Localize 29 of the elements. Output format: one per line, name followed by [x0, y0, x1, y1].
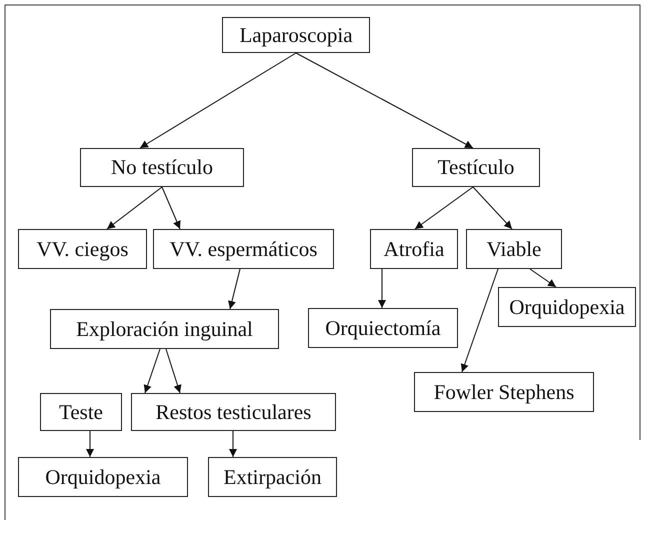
arrow [460, 268, 498, 372]
process-box: Viable [466, 229, 562, 269]
process-box: Orquidopexia [18, 457, 188, 497]
arrow [378, 268, 386, 308]
process-box: Orquidopexia [498, 287, 636, 327]
process-box: Laparoscopia [222, 17, 370, 53]
process-box: VV. espermáticos [153, 229, 334, 269]
arrow [86, 430, 94, 458]
process-box: Fowler Stephens [414, 372, 594, 412]
arrow [472, 186, 512, 230]
process-box: VV. ciegos [18, 229, 147, 269]
arrow [106, 186, 162, 230]
process-box: Exploración inguinal [50, 309, 279, 349]
arrow [140, 52, 296, 148]
arrow [229, 430, 237, 458]
arrow [144, 348, 160, 394]
process-box: Teste [40, 393, 122, 431]
arrow [530, 268, 556, 288]
process-box: Extirpación [208, 457, 337, 497]
process-box: Restos testiculares [131, 393, 336, 431]
arrow [414, 186, 474, 230]
arrow [162, 186, 181, 230]
process-box: Testículo [412, 148, 540, 187]
arrow [166, 348, 182, 394]
process-box: Orquiectomía [308, 308, 458, 348]
process-box: Atrofia [370, 229, 458, 269]
arrow [296, 52, 474, 148]
arrow [228, 268, 240, 310]
process-box: No testículo [80, 148, 244, 187]
